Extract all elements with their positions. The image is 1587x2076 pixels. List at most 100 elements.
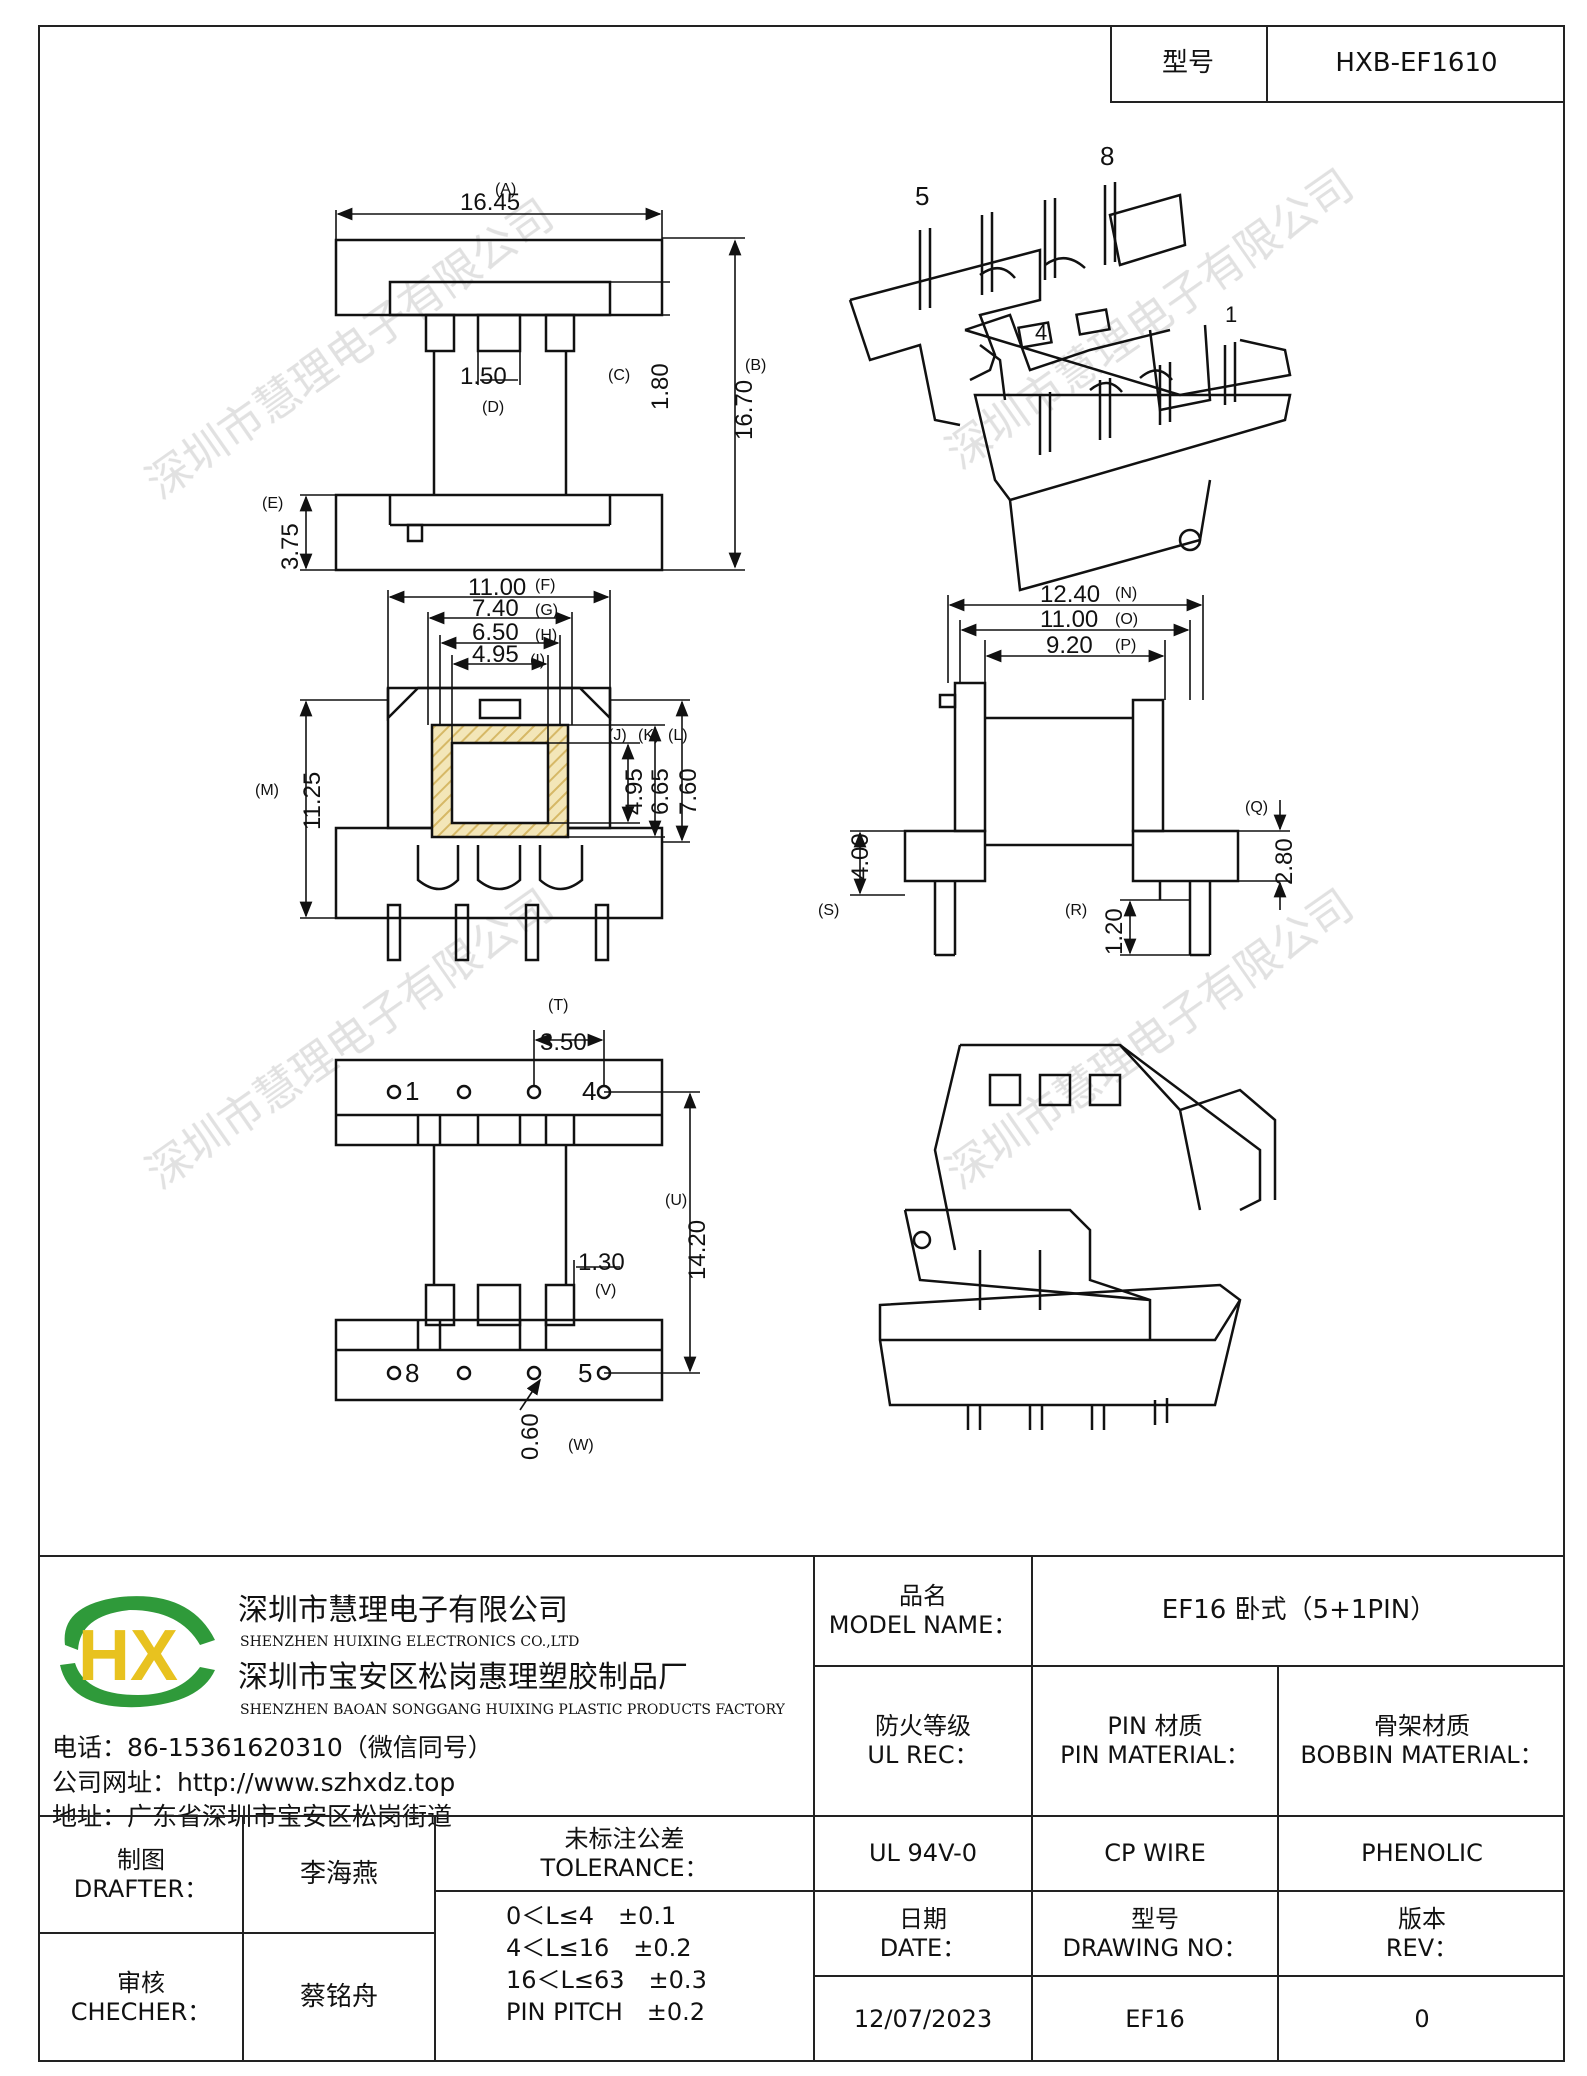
pin-label-8: 8 bbox=[405, 1358, 419, 1388]
tb-vline-2 bbox=[1031, 1555, 1033, 2062]
ul-rec-label-en: UL REC： bbox=[867, 1741, 979, 1769]
isometric-view-2 bbox=[878, 1043, 1277, 1430]
dim-b-label: (B) bbox=[745, 357, 766, 374]
rev-label-cn: 版本 bbox=[1398, 1904, 1446, 1933]
tolerance-label-en: TOLERANCE： bbox=[540, 1853, 709, 1882]
dim-o: 11.00 bbox=[1040, 606, 1098, 633]
title-block-top-line bbox=[38, 1555, 1565, 1557]
tb-hline-5 bbox=[38, 1932, 436, 1934]
bobbin-material-label-en: BOBBIN MATERIAL： bbox=[1300, 1741, 1544, 1769]
iso-pin-8: 8 bbox=[1100, 141, 1114, 171]
rev-label-en: REV： bbox=[1385, 1933, 1459, 1962]
drawing-no-label: 型号 DRAWING NO： bbox=[1033, 1892, 1277, 1975]
model-name-label: 品名 MODEL NAME： bbox=[815, 1557, 1031, 1665]
header-model-box bbox=[1110, 25, 1565, 103]
pin-material-label-cn: PIN 材质 bbox=[1107, 1712, 1203, 1741]
isometric-view-1 bbox=[848, 182, 1292, 592]
dim-c: 1.80 bbox=[647, 363, 674, 410]
model-name-value: EF16 卧式（5+1PIN） bbox=[1161, 1595, 1437, 1626]
bobbin-material-label-cn: 骨架材质 bbox=[1374, 1712, 1470, 1741]
dim-u-label: (U) bbox=[665, 1192, 687, 1209]
dim-k-label: (K) bbox=[638, 727, 659, 744]
watermark-3: 深圳市慧理电子有限公司 bbox=[138, 880, 563, 1198]
dim-c-label: (C) bbox=[608, 367, 630, 384]
dim-p-label: (P) bbox=[1115, 637, 1136, 654]
bobbin-material-value: PHENOLIC bbox=[1361, 1839, 1483, 1868]
ul-rec-label: 防火等级 UL REC： bbox=[815, 1667, 1031, 1815]
factory-name-cn: 深圳市宝安区松岗惠理塑胶制品厂 bbox=[238, 1660, 688, 1695]
rev-value: 0 bbox=[1414, 2005, 1430, 2034]
dim-g: 7.40 bbox=[472, 595, 519, 622]
tolerance-label-cn: 未标注公差 bbox=[564, 1824, 685, 1853]
dim-j: 4.95 bbox=[621, 768, 648, 815]
tb-hline-2 bbox=[38, 1815, 1565, 1817]
dim-j-label: (J) bbox=[608, 727, 627, 744]
dim-e: 3.75 bbox=[277, 523, 304, 570]
company-website: 公司网址：http://www.szhxdz.top bbox=[52, 1768, 456, 1797]
checker-label: 审核 CHECHER： bbox=[40, 1934, 242, 2062]
dim-f: 11.00 bbox=[468, 574, 526, 601]
header-model-label: 型号 bbox=[1161, 48, 1214, 79]
dim-w: 0.60 bbox=[517, 1413, 544, 1460]
watermark-2: 深圳市慧理电子有限公司 bbox=[938, 160, 1363, 478]
dim-h-label: (H) bbox=[535, 627, 557, 644]
model-name-label-cn: 品名 bbox=[899, 1582, 947, 1611]
company-name-cn: 深圳市慧理电子有限公司 bbox=[238, 1593, 568, 1628]
dim-a-label: (A) bbox=[495, 181, 516, 198]
drafter-value: 李海燕 bbox=[299, 1858, 378, 1889]
watermark-1: 深圳市慧理电子有限公司 bbox=[138, 190, 563, 508]
side-view bbox=[850, 595, 1290, 957]
dim-l: 7.60 bbox=[675, 768, 702, 815]
tb-hline-1 bbox=[813, 1665, 1565, 1667]
pin-label-1: 1 bbox=[405, 1076, 419, 1106]
logo-text: HX bbox=[78, 1616, 178, 1696]
tb-vline-3 bbox=[1277, 1665, 1279, 2062]
iso-pin-5: 5 bbox=[915, 181, 929, 211]
company-name-en: SHENZHEN HUIXING ELECTRONICS CO.,LTD bbox=[240, 1634, 580, 1650]
header-divider bbox=[1266, 25, 1268, 103]
drawing-no-label-en: DRAWING NO： bbox=[1062, 1933, 1248, 1962]
checker-label-en: CHECHER： bbox=[70, 1998, 212, 2026]
bottom-view bbox=[334, 1030, 700, 1411]
tb-hline-6 bbox=[436, 1890, 813, 1892]
dimension-texts: 16.45 (A) (B) 16.70 (C) 1.80 1.50 (D) (E… bbox=[255, 141, 1298, 1460]
drawing-sheet bbox=[38, 25, 1565, 2062]
pin-material-value: CP WIRE bbox=[1104, 1839, 1206, 1868]
dim-n: 12.40 bbox=[1040, 581, 1100, 608]
iso-pin-4: 4 bbox=[1035, 320, 1047, 345]
dim-m-label: (M) bbox=[255, 782, 279, 799]
checker-label-cn: 审核 bbox=[117, 1969, 165, 1998]
dim-v: 1.30 bbox=[578, 1249, 625, 1276]
drawing-no-label-cn: 型号 bbox=[1131, 1904, 1179, 1933]
tolerance-row-2: 4＜L≤16 ±0.2 bbox=[506, 1934, 692, 1962]
ul-rec-label-cn: 防火等级 bbox=[875, 1712, 971, 1741]
checker-value: 蔡铭舟 bbox=[299, 1982, 378, 2013]
dim-q-label: (Q) bbox=[1245, 799, 1268, 816]
company-logo: HX bbox=[50, 1585, 220, 1715]
dim-q: 2.80 bbox=[1271, 838, 1298, 885]
dim-k: 6.65 bbox=[647, 768, 674, 815]
dim-p: 9.20 bbox=[1046, 632, 1093, 659]
pin-label-5: 5 bbox=[578, 1358, 592, 1388]
dim-v-label: (V) bbox=[595, 1282, 616, 1299]
dim-b: 16.70 bbox=[731, 380, 758, 440]
model-name-label-en: MODEL NAME： bbox=[828, 1611, 1018, 1639]
tb-vline-1 bbox=[813, 1555, 815, 2062]
watermark-4: 深圳市慧理电子有限公司 bbox=[938, 880, 1363, 1198]
top-view bbox=[299, 207, 745, 572]
drafter-label-en: DRAFTER： bbox=[73, 1874, 209, 1903]
date-label-cn: 日期 bbox=[899, 1904, 947, 1933]
dim-a: 16.45 bbox=[460, 189, 520, 216]
ul-rec-value: UL 94V-0 bbox=[868, 1839, 978, 1868]
date-value: 12/07/2023 bbox=[853, 2005, 993, 2034]
tolerance-label: 未标注公差 TOLERANCE： bbox=[436, 1817, 813, 1890]
tolerance-row-1: 0＜L≤4 ±0.1 bbox=[506, 1902, 677, 1930]
dim-o-label: (O) bbox=[1115, 611, 1138, 628]
front-view bbox=[299, 590, 690, 962]
dim-r-label: (R) bbox=[1065, 902, 1087, 919]
technical-drawing: 深圳市慧理电子有限公司 深圳市慧理电子有限公司 深圳市慧理电子有限公司 深圳市慧… bbox=[138, 141, 1363, 1460]
tb-hline-4 bbox=[813, 1975, 1565, 1977]
company-phone: 电话：86-15361620310（微信同号） bbox=[52, 1733, 493, 1762]
dim-r: 1.20 bbox=[1101, 908, 1128, 955]
rev-label: 版本 REV： bbox=[1279, 1892, 1565, 1975]
